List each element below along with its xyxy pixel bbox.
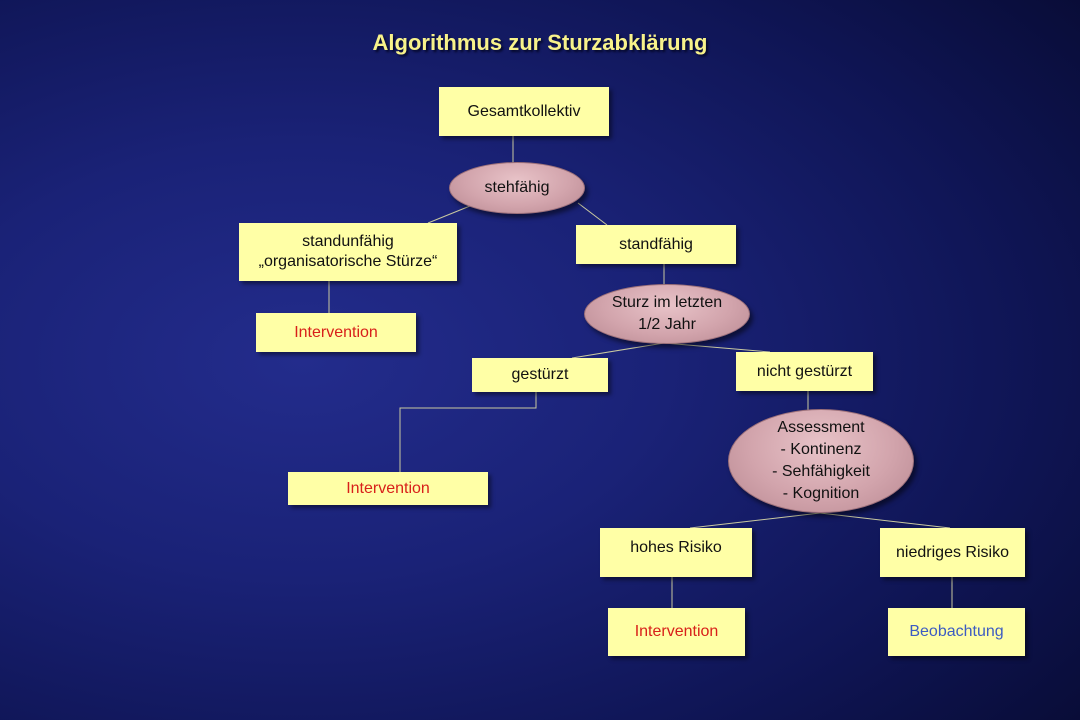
connector-line — [399, 392, 537, 472]
node-assessment-line2: - Kontinenz — [780, 441, 862, 458]
node-standfaehig: standfähig — [576, 225, 736, 264]
diagram-title: Algorithmus zur Sturzabklärung — [372, 30, 708, 55]
connector-line — [571, 342, 665, 359]
connector-line — [427, 205, 471, 224]
connector-line — [663, 342, 771, 353]
node-gestuerzt: gestürzt — [472, 358, 608, 392]
node-standunfaehig-line2: „organisatorische Stürze“ — [258, 253, 438, 270]
node-beobachtung: Beobachtung — [888, 608, 1025, 656]
node-assessment: Assessment - Kontinenz - Sehfähigkeit - … — [728, 409, 914, 513]
node-sturz-letztes-halbjahr: Sturz im letzten 1/2 Jahr — [584, 284, 750, 344]
connector-line — [689, 512, 821, 529]
node-sturz-line2: 1/2 Jahr — [638, 316, 696, 333]
node-nicht-gestuerzt: nicht gestürzt — [736, 352, 873, 391]
node-assessment-line4: - Kognition — [782, 485, 860, 502]
node-stehfaehig: stehfähig — [449, 162, 585, 214]
node-sturz-line1: Sturz im letzten — [611, 294, 723, 311]
node-standunfaehig: standunfähig „organisatorische Stürze“ — [239, 223, 457, 281]
node-gesamtkollektiv: Gesamtkollektiv — [439, 87, 609, 136]
connector-line — [577, 202, 608, 226]
node-intervention-1: Intervention — [256, 313, 416, 352]
node-intervention-2: Intervention — [288, 472, 488, 505]
node-intervention-3: Intervention — [608, 608, 745, 656]
node-assessment-line1: Assessment — [777, 419, 865, 436]
node-niedriges-risiko: niedriges Risiko — [880, 528, 1025, 577]
node-standunfaehig-line1: standunfähig — [302, 233, 394, 250]
connector-line — [819, 512, 951, 529]
node-assessment-line3: - Sehfähigkeit — [772, 463, 870, 480]
node-hohes-risiko: hohes Risiko — [600, 528, 752, 577]
